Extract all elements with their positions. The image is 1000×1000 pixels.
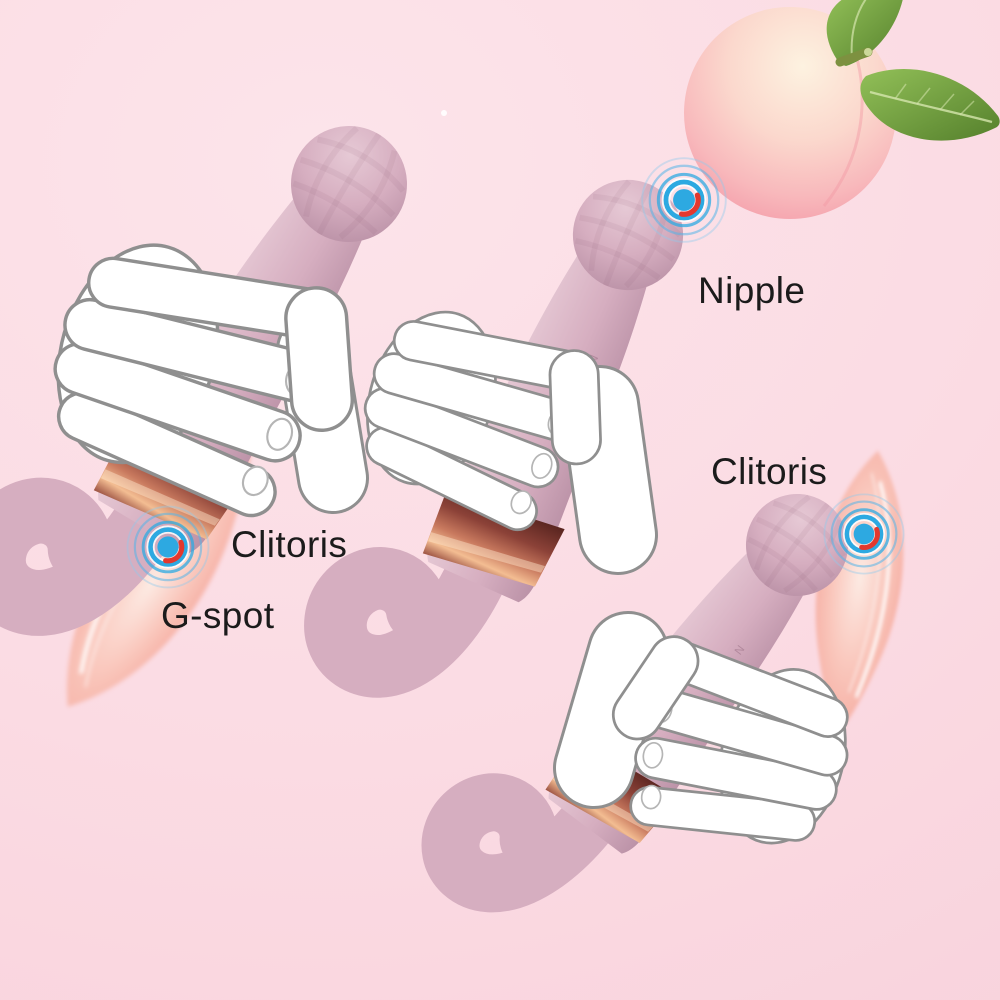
label-nipple: Nipple xyxy=(698,270,806,311)
peach-icon xyxy=(684,0,1000,219)
peach-stem xyxy=(835,47,873,67)
device-view-nipple xyxy=(322,139,707,717)
leaf-side-veins xyxy=(894,83,975,116)
wrist xyxy=(563,368,655,572)
device-view-gspot xyxy=(0,73,435,668)
sparkle-icon xyxy=(441,110,447,116)
label-clitoris-right: Clitoris xyxy=(711,451,828,492)
label-gspot: G-spot xyxy=(161,595,275,636)
device-view-clitoris xyxy=(435,441,873,949)
leaf-top-vein xyxy=(850,0,867,59)
leaf-right-vein xyxy=(869,90,993,124)
label-clitoris-left: Clitoris xyxy=(231,524,348,565)
leaf-top-icon xyxy=(826,0,903,66)
leaf-right-icon xyxy=(860,69,1000,141)
stem-cut xyxy=(864,48,872,56)
wrist xyxy=(556,614,666,806)
